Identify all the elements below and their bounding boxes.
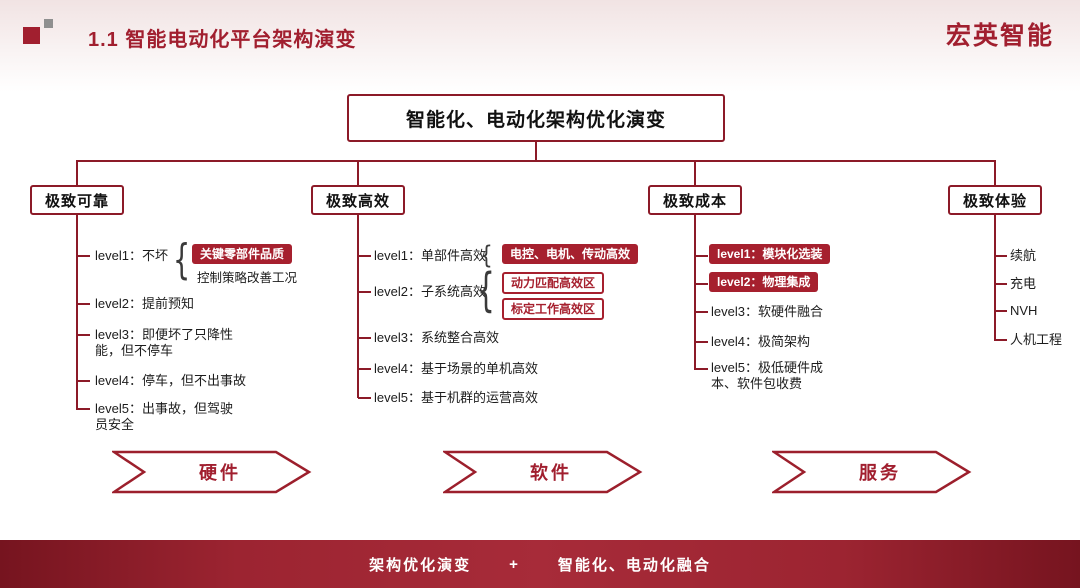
branch3-level5: level5：极低硬件成本、软件包收费 [711,360,823,391]
branch3-level2-badge: level2：物理集成 [709,272,819,292]
footer-right-text: 智能化、电动化融合 [557,556,711,574]
branch2-tick [358,337,371,339]
branch1-tick [77,334,90,336]
footer-bar: 架构优化演变 + 智能化、电动化融合 [0,540,1080,588]
branch4-item-nvh: NVH [1010,303,1038,318]
branch2-tick [358,291,371,293]
branch4-item-ergonomics: 人机工程 [1010,332,1063,347]
page-title: 1.1 智能电动化平台架构演变 [88,29,357,51]
connector-branch1-drop [76,160,78,185]
branch2-level2-badge: 标定工作高效区 [502,298,605,320]
branch3-tick [695,341,708,343]
branch-experience: 极致体验 [948,185,1042,215]
branch3-level3: level3：软硬件融合 [711,304,823,319]
branch-cost: 极致成本 [648,185,742,215]
branch1-level5: level5：出事故，但驾驶员安全 [95,401,233,432]
branch3-tick [695,283,708,285]
branch1-child-plain: 控制策略改善工况 [197,271,298,285]
footer-left-text: 架构优化演变 [369,556,472,574]
branch1-level2: level2：提前预知 [95,296,194,311]
branch2-level1: level1：单部件高效 [374,248,486,263]
branch1-child-badge: 关键零部件品质 [192,244,293,264]
footer-plus-sign: + [509,555,520,573]
connector-root-vertical [535,142,537,161]
logo-red-square-icon [23,27,40,44]
arrow-shape-icon [109,450,312,494]
arrow-hardware-label: 硬件 [199,463,241,483]
branch1-tick [77,255,90,257]
branch-reliability: 极致可靠 [30,185,124,215]
branch1-tick [77,303,90,305]
branch4-tick [995,310,1007,312]
arrow-service-label: 服务 [859,463,901,483]
branch3-tick [695,368,708,370]
branch1-tick [77,408,90,410]
brace-icon: { [480,239,493,270]
branch2-level2: level2：子系统高效 [374,284,486,299]
branch4-item-range: 续航 [1010,248,1037,263]
branch4-tick [995,339,1007,341]
branch4-tick [995,255,1007,257]
branch2-spine [357,215,359,398]
branch2-level1-badge: 电控、电机、传动高效 [502,244,639,264]
branch-efficiency: 极致高效 [311,185,405,215]
branch4-spine [994,215,996,341]
logo-gray-square-icon [44,19,53,28]
branch3-tick [695,255,708,257]
branch3-level4: level4：极简架构 [711,334,810,349]
connector-branch4-drop [994,160,996,185]
branch1-level3: level3：即便坏了只降性能，但不停车 [95,327,233,358]
branch2-level4: level4：基于场景的单机高效 [374,361,538,376]
branch2-level2-badge: 动力匹配高效区 [502,272,605,294]
root-node: 智能化、电动化架构优化演变 [347,94,725,142]
arrow-shape-icon [440,450,643,494]
connector-branch3-drop [694,160,696,185]
bran3-tick [695,311,708,313]
branch1-spine [76,215,78,410]
brace-icon: { [477,263,495,318]
arrow-service: 服务 [769,450,972,494]
branch2-level3: level3：系统整合高效 [374,330,499,345]
branch2-level5: level5：基于机群的运营高效 [374,390,538,405]
arrow-hardware: 硬件 [109,450,312,494]
header-background [0,0,1080,92]
connector-branch2-drop [357,160,359,185]
branch4-tick [995,283,1007,285]
connector-horizontal-main [76,160,996,162]
branch3-spine [694,215,696,370]
branch2-tick [358,255,371,257]
branch1-level1: level1：不坏 [95,248,168,263]
arrow-software-label: 软件 [530,463,572,483]
branch2-tick [358,397,371,399]
arrow-software: 软件 [440,450,643,494]
branch1-level4: level4：停车，但不出事故 [95,373,246,388]
branch4-item-charging: 充电 [1010,276,1037,291]
brand-logo: 宏英智能 [945,22,1054,50]
branch2-tick [358,368,371,370]
branch3-level1-badge: level1：模块化选装 [709,244,831,264]
branch1-tick [77,380,90,382]
arrow-shape-icon [769,450,972,494]
brace-icon: { [173,236,191,285]
